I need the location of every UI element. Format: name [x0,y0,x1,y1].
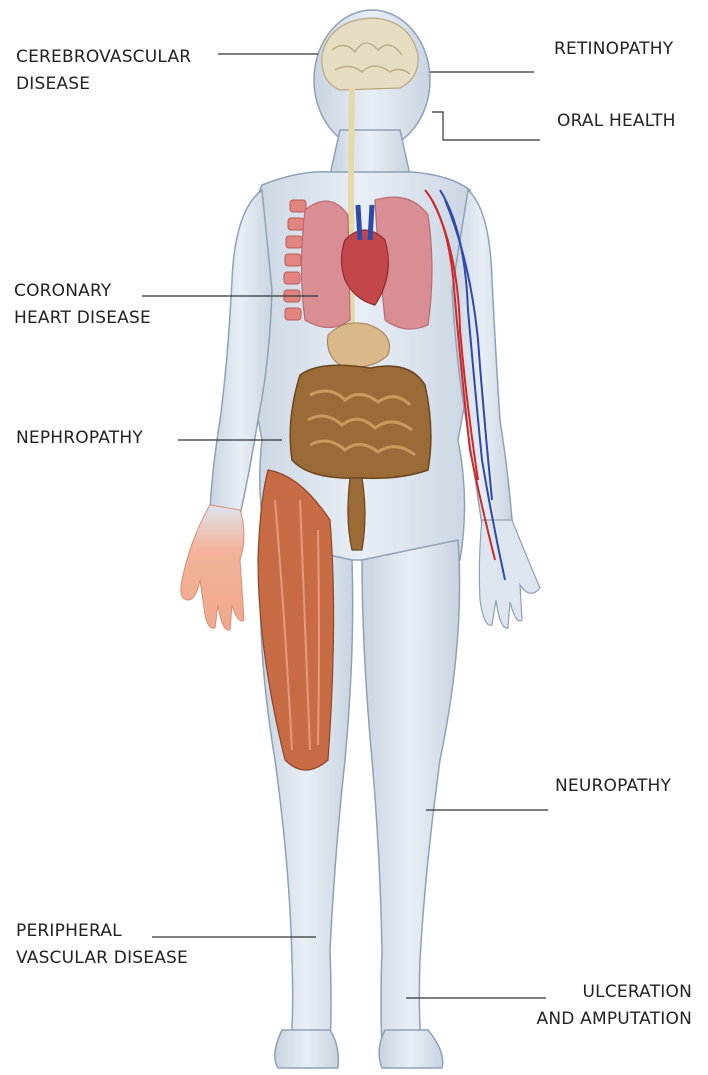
left-foot [275,1030,339,1068]
neck [330,130,410,175]
right-leg [362,540,460,1050]
label-peripheral: PERIPHERAL VASCULAR DISEASE [16,918,188,972]
label-line: VASCULAR DISEASE [16,945,188,972]
label-ulceration: ULCERATION AND AMPUTATION [536,979,692,1033]
label-cerebrovascular: CEREBROVASCULAR DISEASE [16,44,191,98]
label-line: RETINOPATHY [554,36,673,63]
spinal-cord [351,88,352,330]
label-neuropathy: NEUROPATHY [555,773,671,800]
label-retinopathy: RETINOPATHY [554,36,673,63]
label-line: NEPHROPATHY [16,425,143,452]
label-oral-health: ORAL HEALTH [557,108,676,135]
label-line: HEART DISEASE [14,305,151,332]
leader-oral-health [432,112,540,140]
label-line: PERIPHERAL [16,918,188,945]
label-line: ULCERATION [536,979,692,1006]
label-line: NEUROPATHY [555,773,671,800]
right-foot [379,1030,443,1068]
label-line: DISEASE [16,71,191,98]
label-line: AND AMPUTATION [536,1006,692,1033]
label-coronary: CORONARY HEART DISEASE [14,278,151,332]
label-line: CORONARY [14,278,151,305]
label-nephropathy: NEPHROPATHY [16,425,143,452]
left-hand [181,505,244,630]
label-line: ORAL HEALTH [557,108,676,135]
label-line: CEREBROVASCULAR [16,44,191,71]
